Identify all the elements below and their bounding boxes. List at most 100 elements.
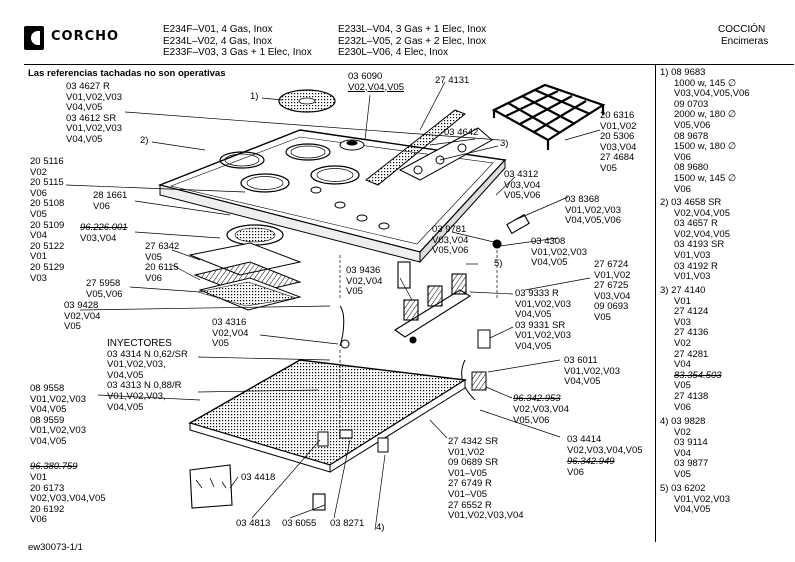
- label-274131: 27 4131: [435, 75, 470, 86]
- category-subtitle: Encimeras: [721, 36, 769, 47]
- side-line: V02: [674, 426, 691, 438]
- side-list-2: 2) 03 4658 SR V02,V04,V05 03 4657 R V02,…: [660, 197, 730, 283]
- label-line: V06: [93, 200, 110, 212]
- label-line: 03 9331 SR: [515, 319, 566, 331]
- label-line: 20 5122: [30, 240, 65, 252]
- label-line: V05: [600, 162, 617, 174]
- side-line: V03,V04,V05,V06: [674, 88, 750, 100]
- side-line: V04,V05: [674, 504, 711, 516]
- label-281661: 28 1661 V06: [93, 190, 128, 212]
- label-line: 09 0689 SR: [448, 457, 499, 469]
- side-line: V01: [674, 295, 691, 307]
- label-line: V01,V02: [594, 269, 631, 281]
- label-line: 03 9781: [432, 224, 467, 235]
- label-036055: 03 6055: [282, 518, 317, 529]
- leader-lines: [65, 81, 601, 531]
- label-line: 03 4414: [567, 434, 602, 445]
- label-line: 03 4313 N 0,88/R: [107, 380, 182, 392]
- label-96380759-variants: V01 20 6173 V02,V03,V04,V05 20 6192 V06: [30, 472, 106, 526]
- label-line: V01,V02,V03: [515, 298, 571, 310]
- label-96342953-struck: 96.342.953: [513, 393, 561, 404]
- label-line: 03 9436: [346, 265, 381, 276]
- callout-2: 2): [140, 135, 149, 146]
- label-line: V04,V05: [564, 376, 601, 388]
- label-line: 28 1661: [93, 190, 128, 201]
- model-line: E234F–V01, 4 Gas, Inox: [163, 24, 273, 35]
- callout-4: 4): [376, 522, 385, 533]
- side-line: V06: [674, 151, 691, 163]
- label-line: 27 6342: [145, 241, 180, 252]
- side-divider: [655, 64, 656, 542]
- side-line: V03: [674, 316, 691, 328]
- side-line: 1000 w, 145 ∅: [674, 77, 737, 89]
- label-line: V01,V02: [448, 446, 485, 458]
- label-275958: 27 5958 V05,V06: [86, 278, 122, 300]
- label-line: V02,V04: [64, 310, 101, 322]
- side-line: V05: [674, 468, 691, 480]
- side-line: V02: [674, 337, 691, 349]
- label-line: 20 6192: [30, 503, 65, 515]
- label-089558: 08 9558 V01,V02,V03 V04,V05 08 9559 V01,…: [30, 383, 86, 448]
- note-text: Las referencias tachadas no son operativ…: [28, 68, 226, 79]
- label-276724: 27 6724 V01,V02 27 6725 V03,V04 09 0693 …: [594, 259, 631, 324]
- side-line: V02,V04,V05: [674, 207, 730, 219]
- side-line: 03 4657 R: [674, 218, 718, 230]
- label-line: V04,V05: [107, 369, 144, 381]
- label-96342949-struck: 96.342.949: [567, 456, 615, 467]
- label-line: 20 5115: [30, 177, 64, 189]
- label-line: 03 4312: [504, 169, 539, 180]
- model-line: E232L–V05, 2 Gas + 2 Elec, Inox: [338, 35, 487, 47]
- label-line: V05: [64, 321, 81, 333]
- label-039428: 03 9428 V02,V04 V05: [64, 300, 101, 333]
- side-line: 03 9114: [674, 437, 708, 449]
- label-line: V05: [346, 286, 363, 298]
- label-line: V02,V04,V05: [348, 81, 404, 93]
- label-line: V02,V03,V04,V05: [567, 444, 643, 456]
- side-line: 5) 03 6202: [660, 483, 706, 494]
- label-line: V01,V02,V03: [66, 91, 122, 103]
- side-line: 27 4124: [674, 306, 709, 318]
- label-line: V04,V05: [515, 340, 552, 352]
- label-96342953-variants: V02,V03,V04 V05,V06: [513, 404, 569, 426]
- burner-cap: [278, 89, 365, 151]
- label-line: V01,V02,V03: [30, 393, 86, 405]
- label-line: V03,V04: [432, 234, 469, 246]
- label-96226001-variants: V03,V04: [80, 233, 117, 244]
- label-line: 03 6090: [348, 71, 383, 82]
- label-line: V05: [594, 311, 611, 323]
- model-line: E230L–V06, 4 Elec, Inox: [338, 47, 449, 58]
- label-line: 20 6173: [30, 482, 65, 494]
- brand-logo: CORCHO: [24, 26, 124, 50]
- label-206316: 20 6316 V01,V02 20 5306 V03,V04 27 4684 …: [600, 110, 636, 175]
- label-line: 08 9559: [30, 414, 65, 426]
- label-line: V03: [30, 272, 47, 284]
- label-96380759-struck: 96.380.759: [30, 461, 78, 472]
- side-line: 27 4138: [674, 390, 709, 402]
- label-line: 03 4308: [531, 236, 566, 247]
- label-line: V04,V05: [107, 401, 144, 413]
- label-line: V01,V02,V03: [565, 204, 621, 216]
- label-line: V01–V05: [448, 467, 488, 479]
- side-list-4: 4) 03 9828 V02 03 9114 V04 03 9877 V05: [660, 416, 709, 481]
- label-036090: 03 6090 V02,V04,V05: [348, 71, 404, 93]
- label-034316: 03 4316 V02,V04 V05: [212, 317, 248, 350]
- label-line: 03 4612 SR: [66, 112, 117, 124]
- label-034642: 03 4642: [444, 127, 479, 138]
- brand-name: CORCHO: [51, 29, 120, 44]
- bottom-tray: [188, 359, 468, 473]
- label-034312: 03 4312 V03,V04 V05,V06: [504, 169, 540, 202]
- callout-5: 5): [494, 258, 503, 269]
- control-panel-strip: [365, 109, 493, 186]
- model-line: E233L–V04, 3 Gas + 1 Elec, Inox: [338, 24, 487, 35]
- label-line: V04: [30, 230, 47, 242]
- label-line: V05: [30, 208, 47, 220]
- side-line: 03 9877: [674, 458, 709, 470]
- side-line: 03 4193 SR: [674, 239, 725, 251]
- label-line: V02,V04: [346, 275, 383, 287]
- label-line: V05,V06: [513, 414, 550, 426]
- label-line: V06: [30, 514, 47, 526]
- label-line: 27 6724: [594, 259, 629, 270]
- label-line: 27 6749 R: [448, 478, 492, 490]
- label-line: V01,V02,V03,: [107, 359, 166, 371]
